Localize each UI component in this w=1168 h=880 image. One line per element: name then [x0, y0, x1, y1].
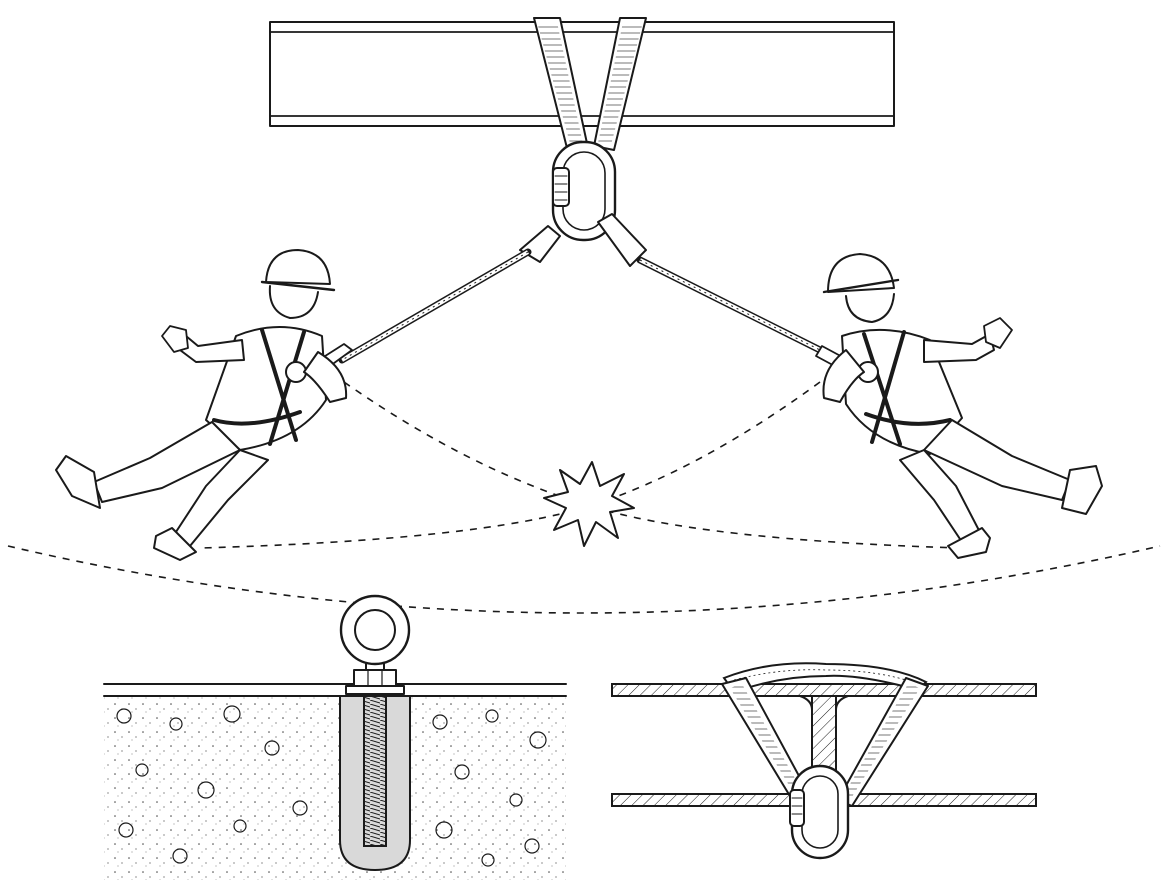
y-lanyard-left — [321, 225, 561, 367]
collision-burst — [543, 461, 635, 547]
concrete-aggregate — [116, 705, 547, 867]
beam-flange-top — [611, 683, 1037, 697]
concrete-slab — [104, 696, 566, 880]
hex-nut — [353, 669, 397, 687]
beam-sling-detail — [611, 662, 1037, 860]
concrete-anchor-detail — [103, 594, 567, 880]
eye-bolt — [339, 594, 411, 666]
swing-fall-arc-wide — [7, 545, 1161, 614]
washer — [345, 685, 405, 695]
sling-wrap — [722, 662, 928, 694]
worker-right — [822, 253, 1103, 559]
steel-i-beam — [269, 21, 895, 127]
y-lanyard-right — [597, 213, 849, 371]
worker-left — [55, 249, 348, 561]
webbing-sling — [533, 17, 647, 153]
threaded-rod — [363, 695, 387, 847]
anchor-carabiner — [551, 140, 617, 242]
